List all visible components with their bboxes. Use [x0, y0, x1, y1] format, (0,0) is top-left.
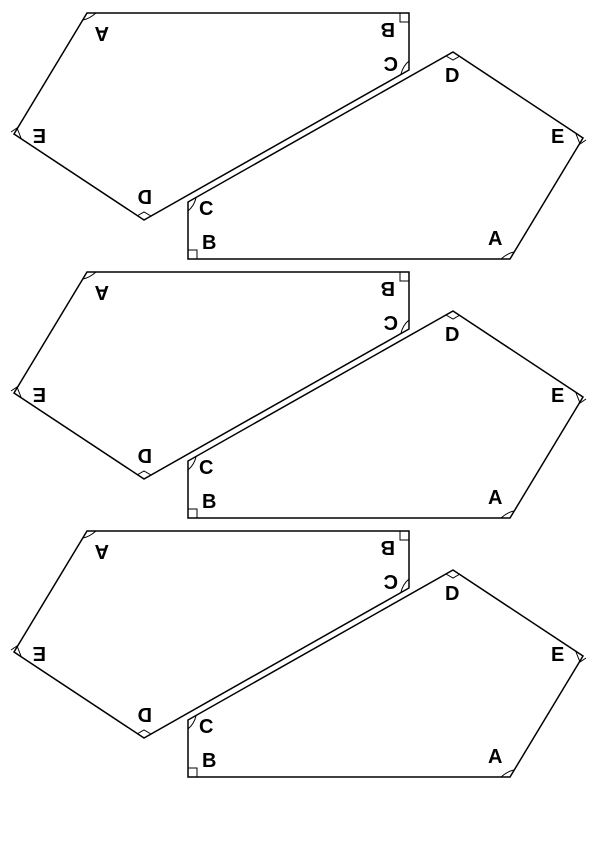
lower-corner-mark-A — [500, 251, 515, 260]
upper-corner-mark-A — [82, 271, 97, 280]
lower-corner-mark-C — [187, 715, 197, 730]
upper-pentagon-outline — [12, 271, 410, 480]
upper-corner-mark-B — [399, 13, 409, 23]
lower-corner-mark-E — [575, 392, 587, 404]
upper-label-A: A — [95, 281, 109, 303]
upper-corner-mark-C — [400, 578, 410, 593]
upper-corner-mark-D — [136, 211, 152, 217]
upper-corner-mark-B — [399, 531, 409, 541]
lower-label-C: C — [199, 716, 213, 738]
upper-label-C: C — [384, 311, 398, 333]
lower-corner-mark-B — [188, 249, 198, 259]
lower-label-D: D — [445, 583, 459, 605]
upper-corner-mark-E — [10, 645, 22, 657]
lower-pentagon-outline — [187, 310, 585, 519]
lower-label-E: E — [551, 385, 564, 407]
lower-corner-mark-A — [500, 769, 515, 778]
lower-pentagon: B C D E A — [187, 569, 587, 778]
upper-corner-mark-E — [10, 386, 22, 398]
pentagon-pair-row-3: B C D E A B C D E A — [10, 530, 587, 778]
upper-label-A: A — [95, 540, 109, 562]
pentagon-pair-row-2: B C D E A B C D E A — [10, 271, 587, 519]
upper-label-C: C — [384, 52, 398, 74]
lower-label-E: E — [551, 644, 564, 666]
upper-pentagon-outline — [12, 530, 410, 739]
lower-label-C: C — [199, 198, 213, 220]
upper-corner-mark-C — [400, 319, 410, 334]
lower-label-C: C — [199, 457, 213, 479]
lower-pentagon: B C D E A — [187, 51, 587, 260]
upper-pentagon-outline — [12, 12, 410, 221]
lower-label-A: A — [488, 228, 502, 250]
lower-corner-mark-D — [445, 55, 461, 61]
lower-label-B: B — [202, 232, 216, 254]
upper-label-E: E — [33, 124, 46, 146]
upper-label-D: D — [138, 185, 152, 207]
upper-corner-mark-E — [10, 127, 22, 139]
upper-label-E: E — [33, 642, 46, 664]
lower-corner-mark-D — [445, 314, 461, 320]
upper-label-B: B — [381, 536, 395, 558]
lower-label-B: B — [202, 750, 216, 772]
upper-label-B: B — [381, 277, 395, 299]
upper-pentagon: B C D E A — [10, 530, 410, 739]
pentagon-pair-row-1: B C D E A B C D E A — [10, 12, 587, 260]
upper-label-C: C — [384, 570, 398, 592]
lower-corner-mark-E — [575, 651, 587, 663]
lower-corner-mark-E — [575, 133, 587, 145]
upper-corner-mark-D — [136, 729, 152, 735]
lower-label-D: D — [445, 65, 459, 87]
lower-corner-mark-A — [500, 510, 515, 519]
upper-pentagon: B C D E A — [10, 271, 410, 480]
upper-pentagon: B C D E A — [10, 12, 410, 221]
upper-corner-mark-A — [82, 530, 97, 539]
lower-label-B: B — [202, 491, 216, 513]
upper-label-A: A — [95, 22, 109, 44]
upper-corner-mark-A — [82, 12, 97, 21]
upper-label-E: E — [33, 383, 46, 405]
lower-corner-mark-C — [187, 456, 197, 471]
lower-corner-mark-C — [187, 197, 197, 212]
upper-corner-mark-D — [136, 470, 152, 476]
lower-label-E: E — [551, 126, 564, 148]
lower-pentagon-outline — [187, 51, 585, 260]
upper-corner-mark-C — [400, 60, 410, 75]
lower-pentagon-outline — [187, 569, 585, 778]
lower-corner-mark-D — [445, 573, 461, 579]
lower-label-D: D — [445, 324, 459, 346]
lower-corner-mark-B — [188, 767, 198, 777]
upper-label-D: D — [138, 703, 152, 725]
upper-label-D: D — [138, 444, 152, 466]
lower-label-A: A — [488, 746, 502, 768]
upper-label-B: B — [381, 18, 395, 40]
lower-pentagon: B C D E A — [187, 310, 587, 519]
lower-corner-mark-B — [188, 508, 198, 518]
upper-corner-mark-B — [399, 272, 409, 282]
lower-label-A: A — [488, 487, 502, 509]
